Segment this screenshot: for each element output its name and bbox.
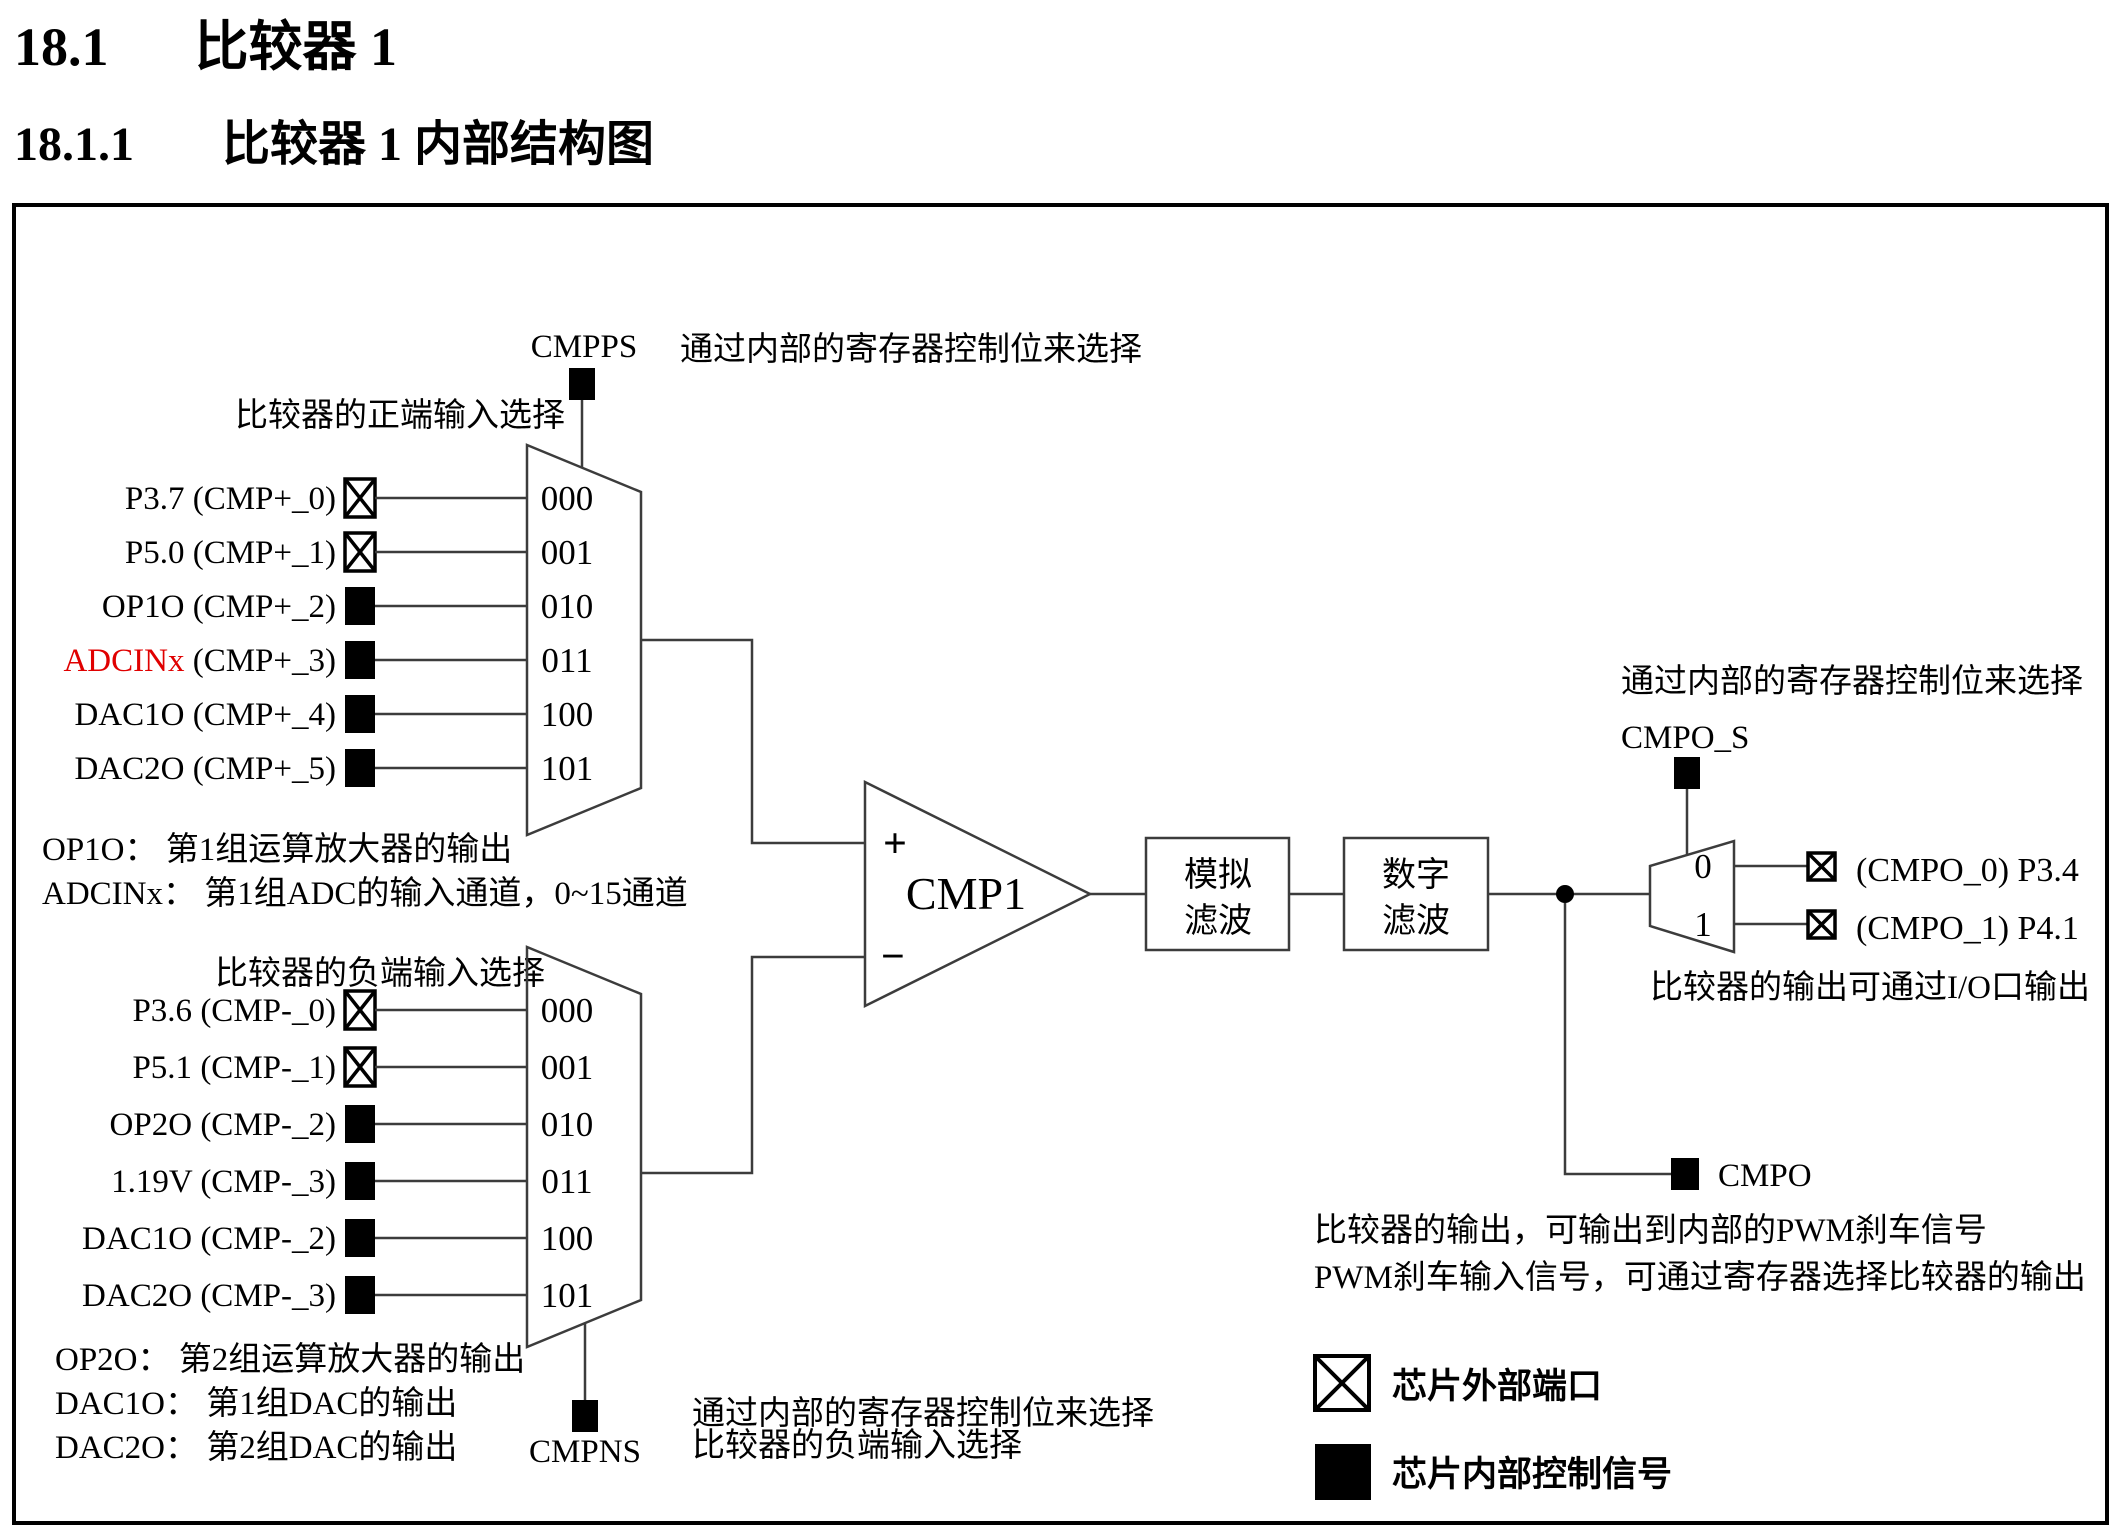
pos-mux-code: 001 [541,533,594,572]
internal-signal-icon [345,641,375,679]
internal-signal-icon [345,695,375,733]
pos-input-label: P5.0 (CMP+_1) [125,535,336,571]
cmpo1-pin-label: (CMPO_1) P4.1 [1856,910,2079,947]
neg-mux-code: 000 [541,991,594,1030]
neg-input-label: 1.19V (CMP-_3) [111,1164,336,1200]
internal-signal-icon [1674,757,1700,789]
pos-input-label: P3.7 (CMP+_0) [125,481,336,517]
internal-signal-icon [345,587,375,625]
wire [641,638,865,845]
negative-mux [525,945,643,1349]
pos-input-label: ADCINx (CMP+_3) [63,643,336,679]
dac1o-note: DAC1O： 第1组DAC的输出 [55,1385,457,1422]
external-port-icon [343,531,377,573]
external-port-legend-icon [1313,1354,1371,1412]
cmpps-label: CMPPS [531,329,637,365]
subsection-title: 比较器 1 内部结构图 [222,118,655,171]
internal-signal-icon [345,1219,375,1257]
digital-filter-label: 数字 [1382,856,1450,894]
wire [1563,903,1671,1176]
pos-mux-code: 100 [541,695,594,734]
pos-input-label: DAC1O (CMP+_4) [74,697,336,733]
analog-filter-label: 滤波 [1184,902,1252,940]
external-port-icon [343,989,377,1031]
internal-signal-icon [345,1105,375,1143]
io-output-note: 比较器的输出可通过I/O口输出 [1650,969,2090,1006]
internal-signal-legend-icon [1315,1444,1371,1500]
neg-input-label: P3.6 (CMP-_0) [132,993,336,1029]
wire [641,955,865,1175]
cmpo-label: CMPO [1718,1158,1812,1194]
cmpns-label: CMPNS [529,1434,641,1470]
neg-mux-code: 010 [541,1105,594,1144]
external-port-icon [1806,909,1837,940]
pwm-note-line1: 比较器的输出，可输出到内部的PWM刹车信号 [1314,1212,1987,1249]
pos-reg-select-note: 通过内部的寄存器控制位来选择 [680,331,1142,368]
out-reg-select-note: 通过内部的寄存器控制位来选择 [1621,663,2083,700]
internal-signal-icon [345,749,375,787]
section-number: 18.1 [14,17,109,77]
pos-mux-code: 011 [541,641,592,680]
output-demux-sel0: 0 [1694,847,1712,886]
output-demux [1648,839,1736,954]
positive-mux [525,443,643,837]
op2o-note: OP2O： 第2组运算放大器的输出 [55,1341,525,1378]
digital-filter-label: 滤波 [1382,902,1450,940]
output-demux-sel1: 1 [1694,905,1712,944]
neg-mux-code: 101 [541,1276,594,1315]
section-title: 比较器 1 [194,17,398,77]
op1o-note: OP1O： 第1组运算放大器的输出 [42,831,512,868]
internal-signal-icon [572,1400,598,1432]
legend-internal-label: 芯片内部控制信号 [1392,1455,1672,1494]
analog-filter-label: 模拟 [1184,856,1252,894]
plus-input-sign: + [883,821,907,867]
wire-junction-dot [1556,885,1574,903]
adcinx-note: ADCINx： 第1组ADC的输入通道，0~15通道 [42,875,688,912]
internal-signal-icon [345,1162,375,1200]
cmpo0-pin-label: (CMPO_0) P3.4 [1856,852,2079,889]
pos-input-label: DAC2O (CMP+_5) [74,751,336,787]
dac2o-note: DAC2O： 第2组DAC的输出 [55,1429,457,1466]
neg-input-label: P5.1 (CMP-_1) [132,1050,336,1086]
comparator-triangle [863,779,1093,1009]
external-port-icon [343,477,377,519]
pos-mux-code: 010 [541,587,594,626]
internal-signal-icon [345,1276,375,1314]
external-port-icon [1806,851,1837,882]
legend-external-label: 芯片外部端口 [1392,1367,1602,1406]
neg-input-label: DAC2O (CMP-_3) [82,1278,336,1314]
external-port-icon [343,1046,377,1088]
comparator-name: CMP1 [906,868,1026,919]
subsection-heading: 18.1.1 比较器 1 内部结构图 [14,104,654,174]
section-heading: 18.1 比较器 1 [14,2,397,81]
neg-mux-code: 001 [541,1048,594,1087]
neg-input-select-note: 比较器的负端输入选择 [215,955,545,992]
cmpo-s-label: CMPO_S [1621,720,1749,756]
minus-input-sign: − [881,934,905,980]
neg-mux-code: 011 [541,1162,592,1201]
internal-signal-icon [1671,1158,1699,1190]
cmpns-reg-select-note: 通过内部的寄存器控制位来选择 [692,1395,1154,1432]
neg-input-label: DAC1O (CMP-_2) [82,1221,336,1257]
pos-mux-code: 000 [541,479,594,518]
diagram-border [12,203,2109,1525]
pwm-note-line2: PWM刹车输入信号，可通过寄存器选择比较器的输出 [1314,1259,2086,1296]
pos-input-label: OP1O (CMP+_2) [102,589,336,625]
neg-input-label: OP2O (CMP-_2) [110,1107,336,1143]
pos-input-select-note: 比较器的正端输入选择 [235,397,565,434]
pos-mux-code: 101 [541,749,594,788]
neg-mux-code: 100 [541,1219,594,1258]
cmpns-neg-select-note: 比较器的负端输入选择 [692,1427,1022,1464]
internal-signal-icon [569,368,595,400]
subsection-number: 18.1.1 [14,118,134,171]
